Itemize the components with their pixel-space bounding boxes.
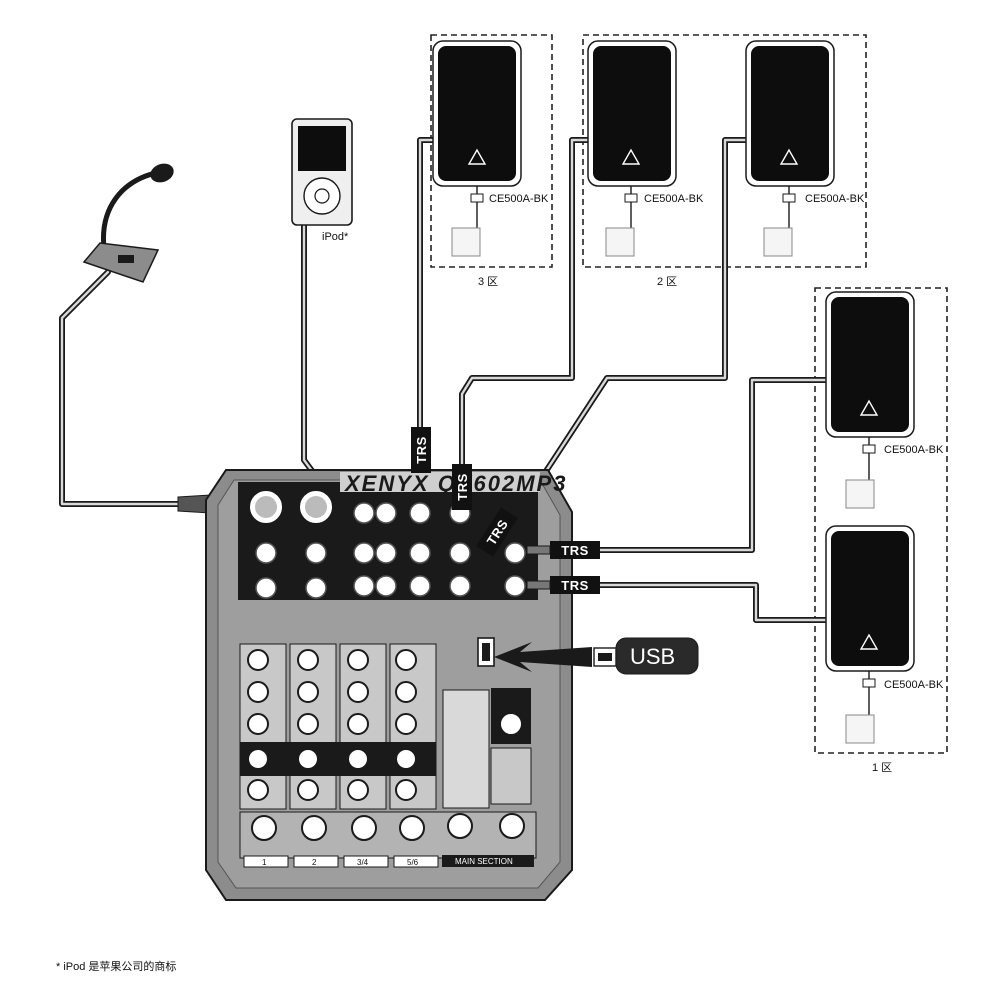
speaker-model-label: CE500A-BK [489,193,549,205]
speaker-zone1-top [825,291,915,509]
speaker-model-label: CE500A-BK [805,193,865,205]
cables [59,137,831,623]
svg-text:TRS: TRS [561,543,589,558]
speaker-model-label: CE500A-BK [884,679,944,691]
channel-label: 5/6 [407,858,419,867]
svg-text:TRS: TRS [561,578,589,593]
ipod-label: iPod* [322,231,349,243]
trs-tag-zone3: TRS [411,427,431,473]
channel-label: 3/4 [357,858,369,867]
speaker-zone2-b [745,40,835,257]
speaker-model-label: CE500A-BK [884,444,944,456]
speaker-model-label: CE500A-BK [644,193,704,205]
svg-text:TRS: TRS [455,473,470,501]
zone-1-box [814,287,948,754]
mixer: XENYX QX602MP3 1 2 [205,469,573,901]
channel-label: 2 [312,858,317,867]
zone-2-box [582,34,867,268]
speaker-zone3 [432,40,522,257]
usb-tag: USB [630,644,675,669]
zone-2-label: 2 区 [657,276,677,288]
trs-tag-zone2-a: TRS [452,464,472,510]
zone-3-box [430,34,553,268]
zone-1-label: 1 区 [872,762,892,774]
speaker-zone2-a [587,40,677,257]
zone-3-label: 3 区 [478,276,498,288]
microphone [82,163,259,516]
trs-tag-zone1-bottom: TRS [550,576,600,594]
usb-connection [494,637,699,675]
svg-text:TRS: TRS [414,436,429,464]
footnote: * iPod 是苹果公司的商标 [56,961,177,973]
main-section-label: MAIN SECTION [455,857,513,866]
trs-tag-zone1-top: TRS [550,541,600,559]
ipod [291,118,353,226]
channel-label: 1 [262,858,267,867]
speaker-zone1-bottom [825,525,915,744]
